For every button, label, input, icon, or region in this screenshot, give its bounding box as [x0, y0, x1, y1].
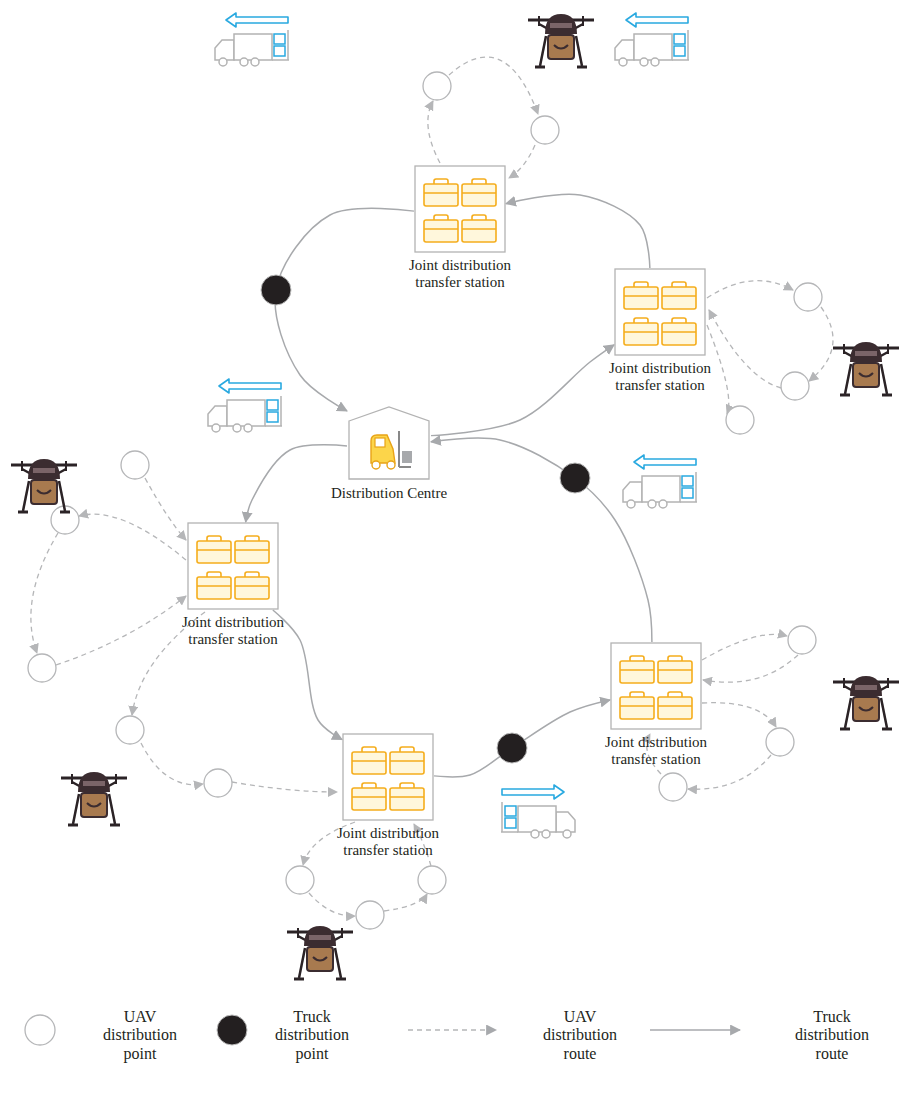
transfer-station: Joint distribution transfer station — [590, 268, 730, 395]
transfer-station: Joint distribution transfer station — [318, 733, 458, 860]
node-label: Joint distribution transfer station — [174, 614, 292, 649]
uav-point — [28, 72, 822, 929]
truck-point — [261, 275, 590, 763]
node-label: Joint distribution transfer station — [597, 734, 715, 769]
legend-label: UAV distribution route — [525, 1008, 635, 1063]
node-label: Distribution Centre — [330, 485, 448, 502]
station-icon — [614, 268, 706, 356]
station-icon — [414, 165, 506, 253]
distribution-centre: Distribution Centre — [319, 405, 459, 502]
truck-route — [431, 438, 652, 642]
node-label: Joint distribution transfer station — [601, 360, 719, 395]
station-icon — [187, 522, 279, 610]
legend-label: Truck distribution route — [777, 1008, 887, 1063]
warehouse-icon — [347, 405, 431, 481]
transfer-station: Joint distribution transfer station — [586, 642, 726, 769]
truck-route — [275, 208, 414, 411]
legend-label: Truck distribution point — [257, 1008, 367, 1063]
uav-route — [31, 57, 833, 916]
truck-route — [506, 194, 650, 268]
truck-route — [434, 700, 610, 777]
truck-route — [246, 445, 347, 522]
truck-icon — [208, 13, 697, 838]
transfer-station: Joint distribution transfer station — [163, 522, 303, 649]
station-icon — [342, 733, 434, 821]
node-label: Joint distribution transfer station — [329, 825, 447, 860]
node-label: Joint distribution transfer station — [401, 257, 519, 292]
station-icon — [610, 642, 702, 730]
transfer-station: Joint distribution transfer station — [390, 165, 530, 292]
legend-label: UAV distribution point — [85, 1008, 195, 1063]
truck-route — [431, 345, 614, 436]
drone-icon — [11, 14, 899, 979]
